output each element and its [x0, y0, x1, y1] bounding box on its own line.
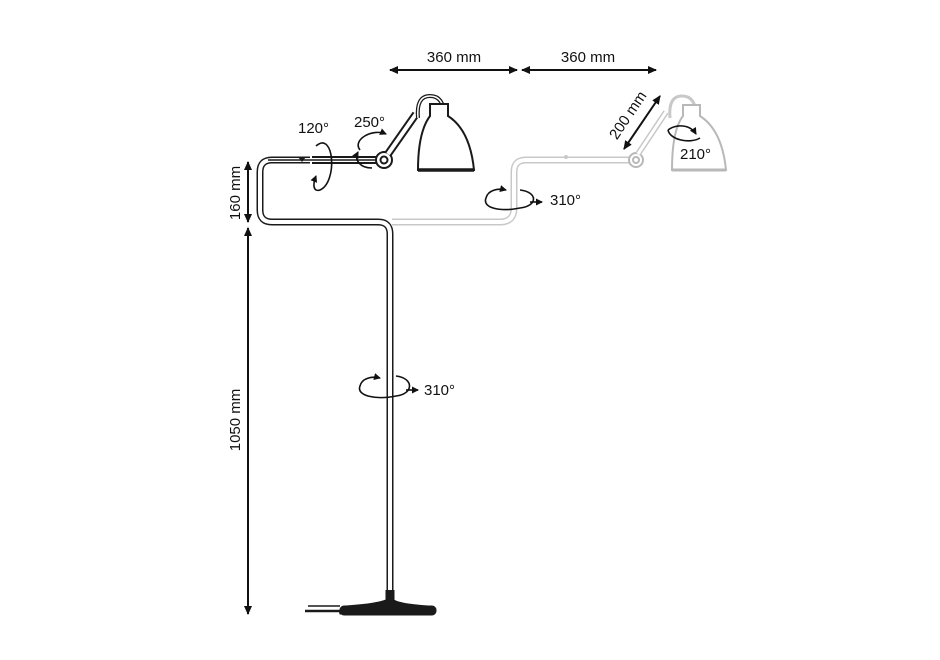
rotate-arrow-elbow — [357, 128, 387, 151]
label-upper-height: 160 mm — [227, 166, 244, 220]
dimension-lines — [244, 66, 661, 615]
rotate-arrow-arm-joint — [484, 185, 535, 211]
label-rotation-stem: 310° — [424, 382, 455, 399]
rotate-arrow-shade — [667, 125, 697, 135]
label-stand-height: 1050 mm — [227, 389, 244, 452]
labels: 360 mm 360 mm 200 mm 160 mm 1050 mm 120°… — [227, 49, 711, 451]
label-arm-span-2: 360 mm — [561, 49, 615, 66]
rotation-indicators — [310, 125, 701, 399]
label-shade-arm: 200 mm — [606, 88, 650, 142]
label-rotation-pivot: 120° — [298, 120, 329, 137]
ghost-lamp-extended — [392, 94, 728, 226]
rotate-arrow-pivot — [310, 142, 333, 192]
floor-lamp-main — [256, 93, 476, 616]
rotate-arrow-stem — [358, 373, 411, 399]
dim-shade-arm — [623, 95, 661, 150]
label-rotation-shade: 210° — [680, 146, 711, 163]
label-rotation-elbow: 250° — [354, 114, 385, 131]
label-rotation-arm-joint: 310° — [550, 192, 581, 209]
label-arm-span-1: 360 mm — [427, 49, 481, 66]
